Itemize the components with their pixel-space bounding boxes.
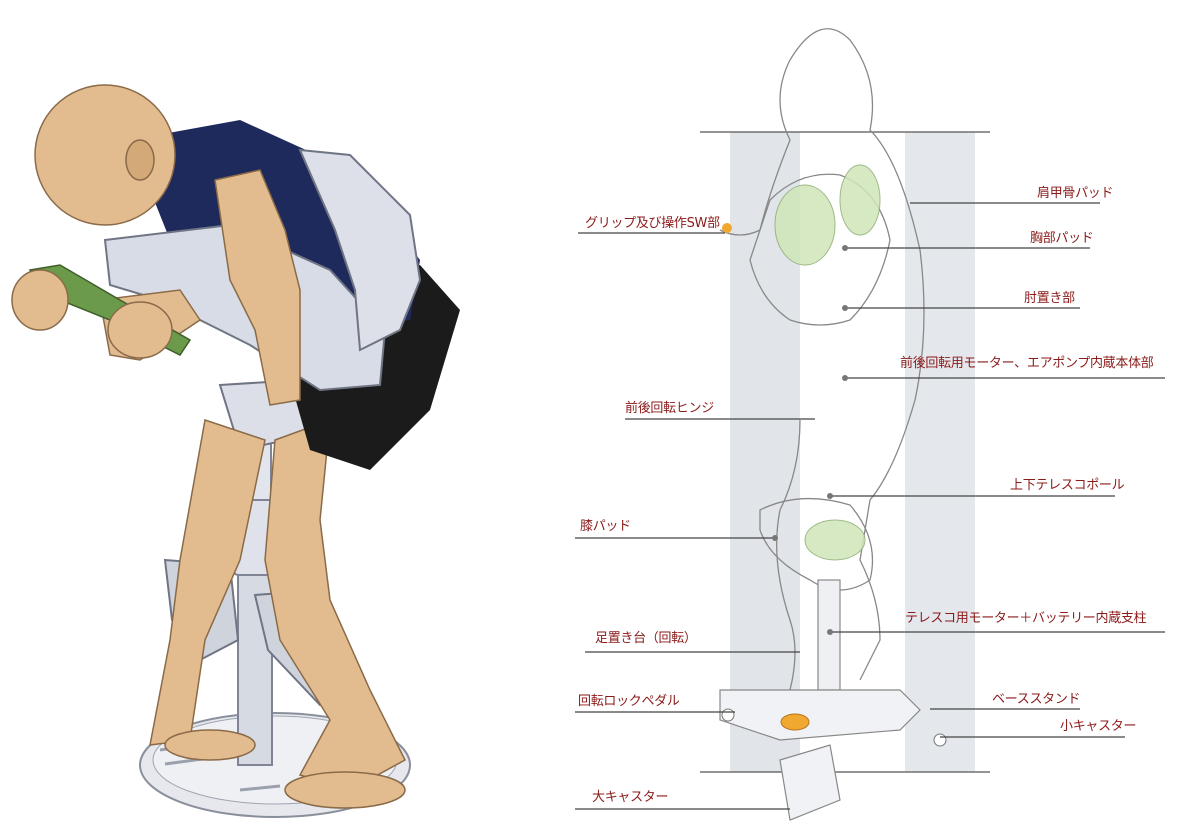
label-hinge: 前後回転ヒンジ <box>625 397 714 416</box>
label-grip-sw: グリップ及び操作SW部 <box>585 212 720 231</box>
label-lock-pedal: 回転ロックペダル <box>578 690 680 709</box>
lock-pedal-mark <box>781 714 809 730</box>
label-tele-motor: テレスコ用モーター＋バッテリー内蔵支柱 <box>905 607 1146 626</box>
label-large-caster: 大キャスター <box>592 786 668 805</box>
hand-left <box>12 270 68 330</box>
left-render <box>12 85 460 817</box>
label-knee-pad: 膝パッド <box>580 515 631 534</box>
label-base-stand: ベーススタンド <box>992 688 1080 707</box>
label-motor-body: 前後回転用モーター、エアポンプ内蔵本体部 <box>900 352 1153 371</box>
label-shoulder-pad: 肩甲骨パッド <box>1037 182 1113 201</box>
foot-right <box>285 772 405 808</box>
label-tele-pole: 上下テレスコポール <box>1010 474 1124 493</box>
hand-right <box>108 302 172 358</box>
label-chest-pad: 胸部パッド <box>1030 227 1094 246</box>
label-small-caster: 小キャスター <box>1060 715 1136 734</box>
label-foot-rest: 足置き台（回転） <box>595 627 697 646</box>
ear <box>126 140 154 180</box>
label-elbow-rest: 肘置き部 <box>1024 287 1075 306</box>
foot-left <box>165 730 255 760</box>
